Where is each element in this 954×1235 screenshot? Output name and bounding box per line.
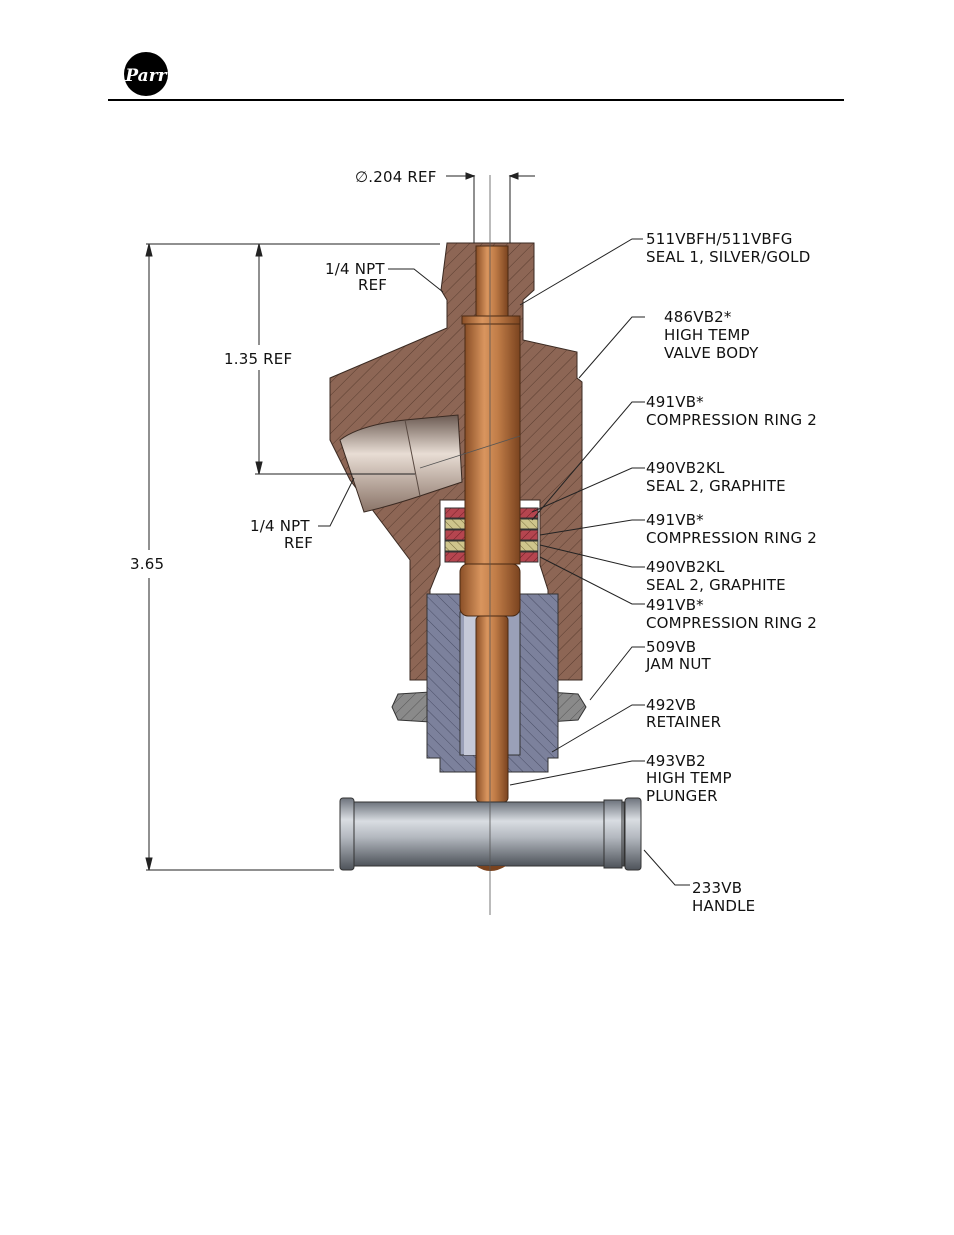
callout-7-desc: JAM NUT — [645, 655, 712, 673]
parr-logo-icon: Parr — [124, 52, 168, 96]
callout-6-desc: COMPRESSION RING 2 — [646, 614, 817, 632]
npt-top-line1: 1/4 NPT — [325, 260, 385, 278]
packing-stack-right — [517, 507, 539, 563]
npt-side-line2: REF — [284, 534, 313, 552]
npt-side-line1: 1/4 NPT — [250, 517, 310, 535]
callout-1-desc2: VALVE BODY — [664, 344, 759, 362]
callout-9-desc2: PLUNGER — [646, 787, 718, 805]
port-centerline — [419, 435, 521, 469]
diameter-label: ∅.204 REF — [355, 168, 437, 186]
callout-1-desc: HIGH TEMP — [664, 326, 750, 344]
callout-6-part: 491VB* — [646, 596, 704, 614]
npt-top-leader — [388, 268, 444, 293]
callout-5-desc: SEAL 2, GRAPHITE — [646, 576, 786, 594]
callout-2-part: 491VB* — [646, 393, 704, 411]
overall-dimension — [145, 243, 440, 871]
callout-10-desc: HANDLE — [692, 897, 755, 915]
callout-8-part: 492VB — [646, 696, 696, 714]
callout-1-part: 486VB2* — [664, 308, 732, 326]
callout-leaders — [509, 238, 690, 886]
logo-text: Parr — [124, 66, 167, 86]
callout-4-part: 491VB* — [646, 511, 704, 529]
npt-top-line2: REF — [358, 276, 387, 294]
retainer-highlight — [464, 612, 478, 755]
callout-0-part: 511VBFH/511VBFG — [646, 230, 793, 248]
callout-7-part: 509VB — [646, 638, 696, 656]
port-offset-dimension — [255, 243, 415, 475]
header-rule — [108, 99, 844, 101]
packing-stack-left — [444, 507, 466, 563]
callout-9-desc: HIGH TEMP — [646, 769, 732, 787]
side-port — [339, 414, 463, 513]
callout-2-desc: COMPRESSION RING 2 — [646, 411, 817, 429]
port-offset-label: 1.35 REF — [224, 350, 292, 368]
callout-3-part: 490VB2KL — [646, 459, 725, 477]
handle — [339, 797, 642, 871]
callout-8-desc: RETAINER — [646, 713, 721, 731]
diameter-dimension — [446, 172, 535, 243]
callout-10-part: 233VB — [692, 879, 742, 897]
callout-3-desc: SEAL 2, GRAPHITE — [646, 477, 786, 495]
callout-4-desc: COMPRESSION RING 2 — [646, 529, 817, 547]
callout-0-desc: SEAL 1, SILVER/GOLD — [646, 248, 810, 266]
npt-side-leader — [318, 477, 355, 527]
callout-9-part: 493VB2 — [646, 752, 706, 770]
callout-5-part: 490VB2KL — [646, 558, 725, 576]
overall-label: 3.65 — [130, 555, 164, 573]
